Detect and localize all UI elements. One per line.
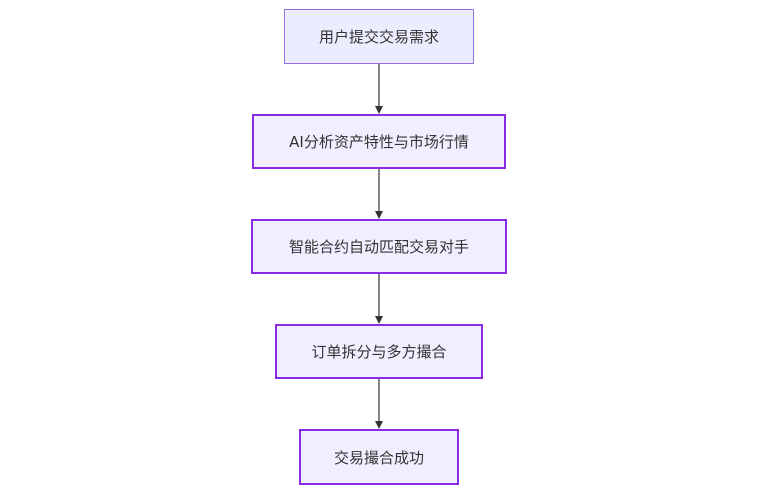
node-label: 智能合约自动匹配交易对手	[288, 238, 469, 256]
arrowhead	[375, 316, 383, 324]
node-label: 交易撮合成功	[333, 448, 424, 467]
edge-n1-n2	[375, 64, 383, 114]
edge-n3-n4	[375, 274, 383, 324]
node-label: AI分析资产特性与市场行情	[289, 133, 469, 151]
arrowhead	[375, 421, 383, 429]
flow-node-order-split: 订单拆分与多方撮合	[275, 324, 483, 379]
edge-n4-n5	[375, 379, 383, 429]
arrowhead	[375, 211, 383, 219]
flow-node-submit-request: 用户提交交易需求	[284, 9, 474, 64]
node-label: 用户提交交易需求	[318, 28, 439, 46]
arrowhead	[375, 106, 383, 114]
edge-n2-n3	[375, 169, 383, 219]
flow-node-smart-contract-match: 智能合约自动匹配交易对手	[251, 219, 507, 274]
flow-node-trade-success: 交易撮合成功	[299, 429, 459, 485]
node-label: 订单拆分与多方撮合	[311, 343, 447, 361]
flow-node-ai-analysis: AI分析资产特性与市场行情	[252, 114, 506, 169]
